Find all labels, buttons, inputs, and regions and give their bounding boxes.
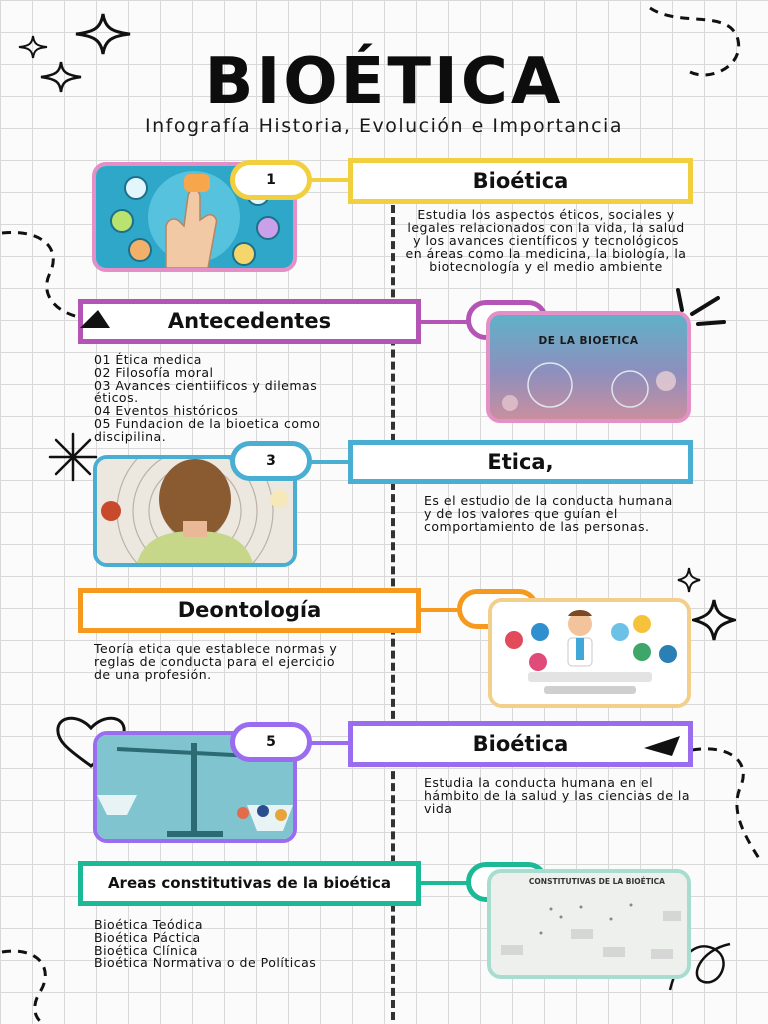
list-item: 03 Avances cientiificos y dilemas éticos… bbox=[94, 377, 318, 406]
sparkle-icon bbox=[75, 13, 131, 55]
sparkle-icon bbox=[692, 599, 736, 641]
page-title: BIOÉTICA bbox=[204, 45, 564, 119]
burst-lines-icon bbox=[676, 288, 726, 326]
section-heading: Antecedentes bbox=[78, 299, 421, 344]
illustration-professional-icons bbox=[488, 598, 691, 708]
areas-list: Bioética Teódica Bioética Páctica Bioéti… bbox=[94, 917, 324, 971]
section-description: Es el estudio de la conducta humana y de… bbox=[424, 493, 673, 534]
history-list: 01 Ética medica 02 Filosofía moral 03 Av… bbox=[94, 352, 346, 444]
connector-line bbox=[420, 608, 472, 612]
sparkle-icon bbox=[677, 567, 701, 593]
connector-line bbox=[300, 460, 352, 464]
list-item: 04 Eventos históricos bbox=[94, 403, 239, 419]
step-number-badge: 3 bbox=[230, 441, 312, 481]
step-number-badge: 1 bbox=[230, 160, 312, 200]
section-description: Estudia la conducta humana en el hámbito… bbox=[424, 775, 691, 816]
section-heading: Etica, bbox=[348, 440, 693, 484]
section-heading: Bioética bbox=[348, 721, 693, 767]
page-subtitle: Infografía Historia, Evolución e Importa… bbox=[145, 115, 623, 137]
section-description: Estudia los aspectos éticos, sociales y … bbox=[405, 207, 687, 274]
dashed-swirl-icon bbox=[1, 949, 47, 1024]
triangle-pointer-icon bbox=[644, 736, 680, 756]
illustration-areas-slide: CONSTITUTIVAS DE LA BIOÉTICA bbox=[487, 869, 691, 979]
list-item: Bioética Normativa o de Políticas bbox=[94, 955, 317, 971]
illustration-bioetica-slide: DE LA BIOETICA bbox=[486, 311, 691, 423]
section-heading: Bioética bbox=[348, 158, 693, 204]
list-item: Bioética Páctica bbox=[94, 929, 201, 945]
connector-line bbox=[420, 881, 472, 885]
connector-line bbox=[300, 741, 352, 745]
section-heading: Deontología bbox=[78, 588, 421, 633]
list-item: Bioética Clínica bbox=[94, 942, 198, 958]
connector-line bbox=[300, 178, 352, 182]
slide-caption: CONSTITUTIVAS DE LA BIOÉTICA bbox=[528, 877, 665, 886]
dashed-swirl-icon bbox=[691, 747, 762, 861]
triangle-pointer-icon bbox=[80, 310, 110, 328]
list-item: 02 Filosofía moral bbox=[94, 364, 214, 380]
slide-caption: DE LA BIOETICA bbox=[538, 335, 639, 347]
list-item: 05 Fundacion de la bioetica como discipi… bbox=[94, 415, 321, 444]
list-item: Bioética Teódica bbox=[94, 917, 204, 932]
sparkle-icon bbox=[18, 35, 48, 59]
sparkle-icon bbox=[40, 61, 82, 93]
connector-line bbox=[420, 320, 472, 324]
dashed-swirl-icon bbox=[649, 6, 741, 77]
section-description: Teoría etica que establece normas y regl… bbox=[94, 641, 338, 682]
step-number-badge: 5 bbox=[230, 722, 312, 762]
list-item: 01 Ética medica bbox=[94, 352, 202, 367]
starburst-icon bbox=[48, 432, 98, 482]
section-heading: Areas constitutivas de la bioética bbox=[78, 861, 421, 906]
